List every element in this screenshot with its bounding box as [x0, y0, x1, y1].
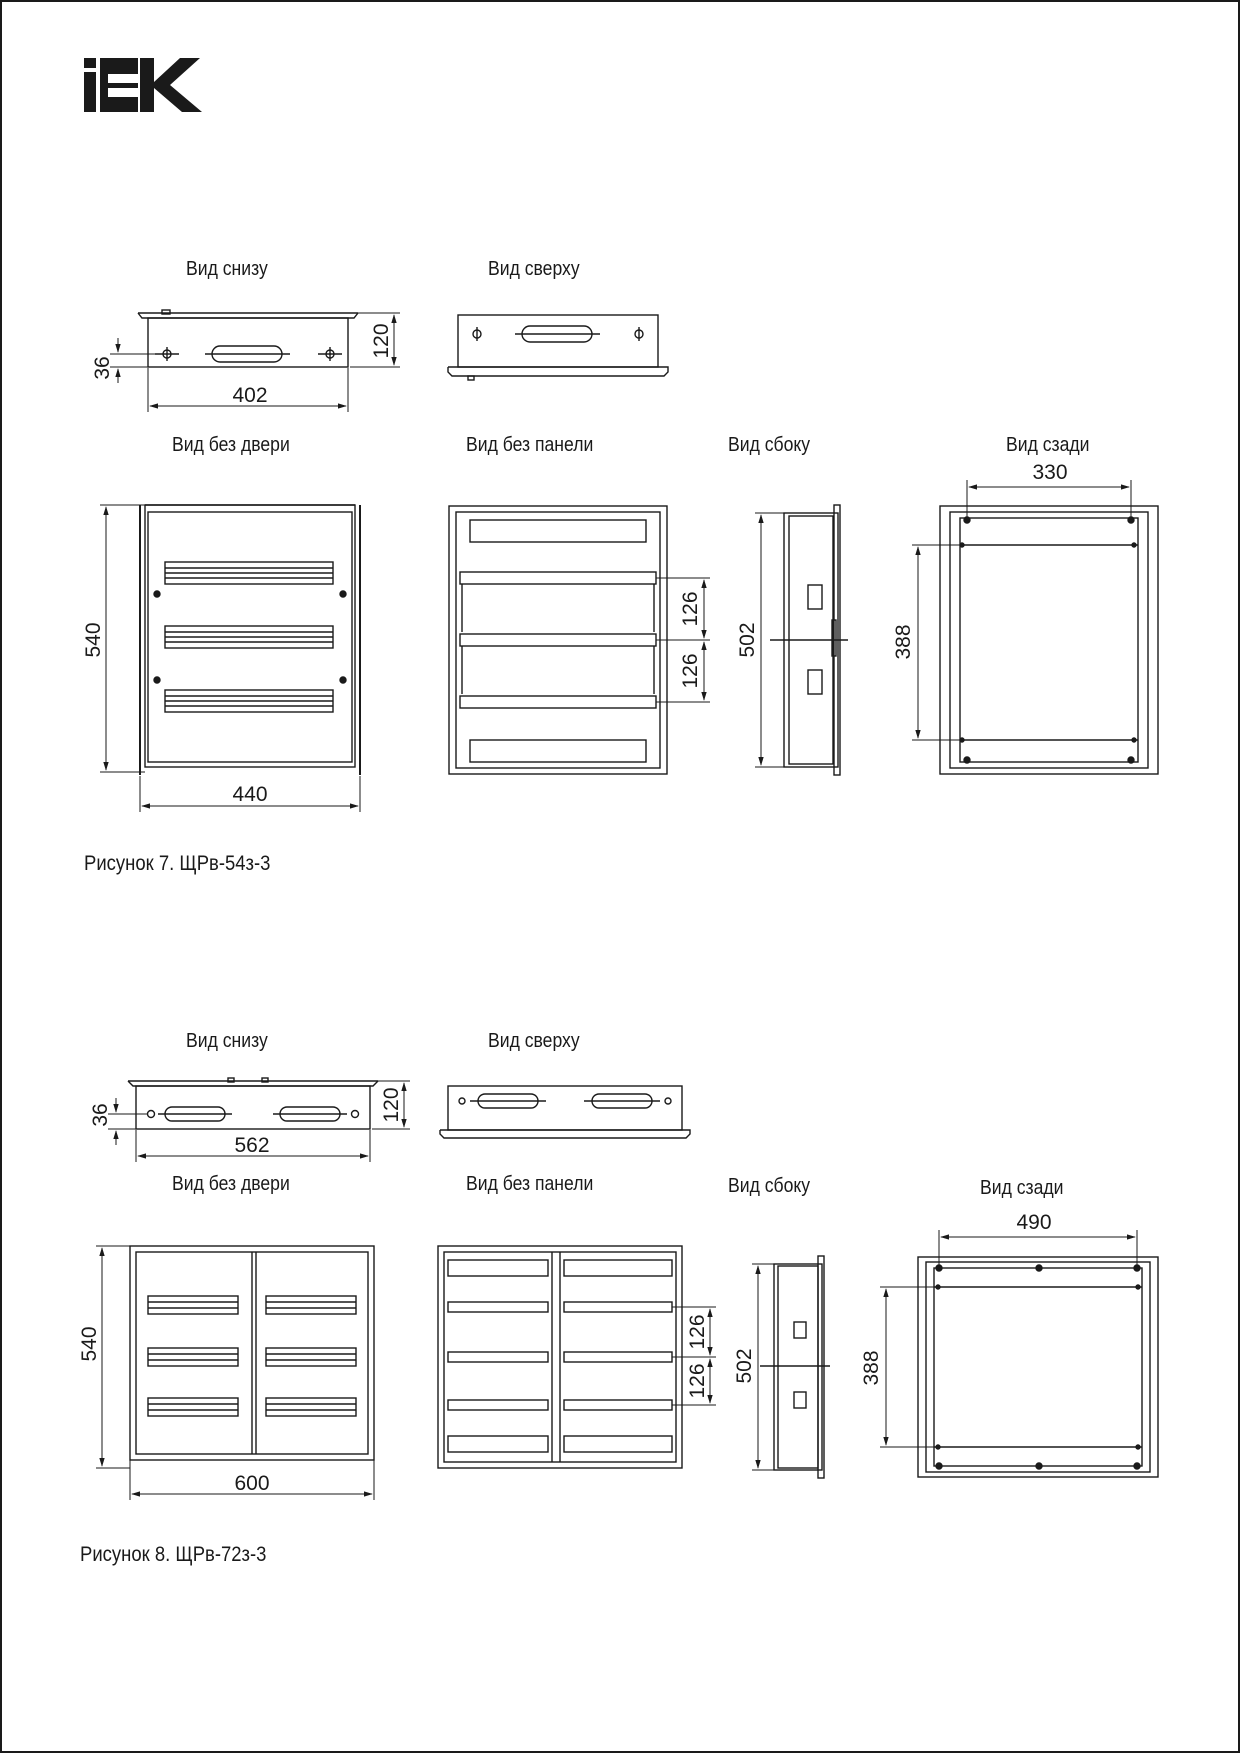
iek-logo	[84, 58, 202, 112]
fig8-dim-bottom-depth: 120	[380, 1087, 403, 1122]
fig8-dim-side-height: 502	[733, 1348, 756, 1383]
fig7-dim-rail-pitch-1: 126	[679, 591, 702, 626]
fig8-side-view	[752, 1255, 830, 1479]
fig7-no-panel-view	[448, 505, 710, 775]
fig7-title-side: Вид сбоку	[728, 434, 811, 456]
fig8-dim-back-height: 388	[860, 1350, 883, 1385]
fig7-title-no-panel: Вид без панели	[466, 434, 594, 456]
fig7-dim-side-height: 502	[736, 622, 759, 657]
fig7-no-door-view	[100, 504, 361, 812]
fig7-dim-back-height: 388	[892, 624, 915, 659]
fig8-dim-bottom-offset: 36	[89, 1103, 112, 1126]
figure-7	[100, 309, 1159, 812]
fig8-title-side: Вид сбоку	[728, 1175, 811, 1197]
fig7-dim-bottom-offset: 36	[91, 356, 114, 379]
fig8-top-view	[439, 1085, 691, 1139]
fig7-title-top: Вид сверху	[488, 258, 580, 280]
fig8-caption: Рисунок 8. ЩРв-72з-3	[80, 1543, 267, 1566]
fig7-dim-bottom-depth: 120	[370, 323, 393, 358]
fig8-title-top: Вид сверху	[488, 1030, 580, 1052]
fig8-title-no-door: Вид без двери	[172, 1173, 290, 1195]
figure-8	[96, 1077, 1159, 1500]
fig8-no-door-view	[96, 1245, 375, 1500]
fig8-title-back: Вид сзади	[980, 1177, 1064, 1199]
fig7-dim-rail-pitch-2: 126	[679, 653, 702, 688]
fig8-dim-rail-pitch-2: 126	[686, 1363, 709, 1398]
fig8-dim-back-width: 490	[1016, 1211, 1051, 1234]
fig7-dim-height: 540	[82, 622, 105, 657]
fig8-no-panel-view	[437, 1245, 716, 1469]
fig7-dim-width: 440	[232, 783, 267, 806]
fig8-bottom-view	[108, 1077, 410, 1162]
fig8-dim-width: 600	[234, 1472, 269, 1495]
fig8-back-view	[880, 1230, 1159, 1478]
fig7-bottom-view	[110, 309, 400, 412]
fig7-title-no-door: Вид без двери	[172, 434, 290, 456]
fig7-caption: Рисунок 7. ЩРв-54з-3	[84, 852, 271, 875]
fig7-top-view	[447, 314, 669, 381]
fig7-title-back: Вид сзади	[1006, 434, 1090, 456]
fig7-back-view	[912, 480, 1159, 775]
fig8-dim-bottom-width: 562	[234, 1134, 269, 1157]
fig7-dim-back-width: 330	[1032, 461, 1067, 484]
fig7-dim-bottom-width: 402	[232, 384, 267, 407]
fig8-title-bottom: Вид снизу	[186, 1030, 268, 1052]
fig7-side-view	[755, 504, 848, 776]
dimension-labels: 402 120 36 540 440 126 126 502 330 388 5…	[78, 323, 1068, 1495]
fig8-title-no-panel: Вид без панели	[466, 1173, 594, 1195]
fig7-title-bottom: Вид снизу	[186, 258, 268, 280]
fig8-dim-rail-pitch-1: 126	[686, 1314, 709, 1349]
fig8-dim-height: 540	[78, 1326, 101, 1361]
